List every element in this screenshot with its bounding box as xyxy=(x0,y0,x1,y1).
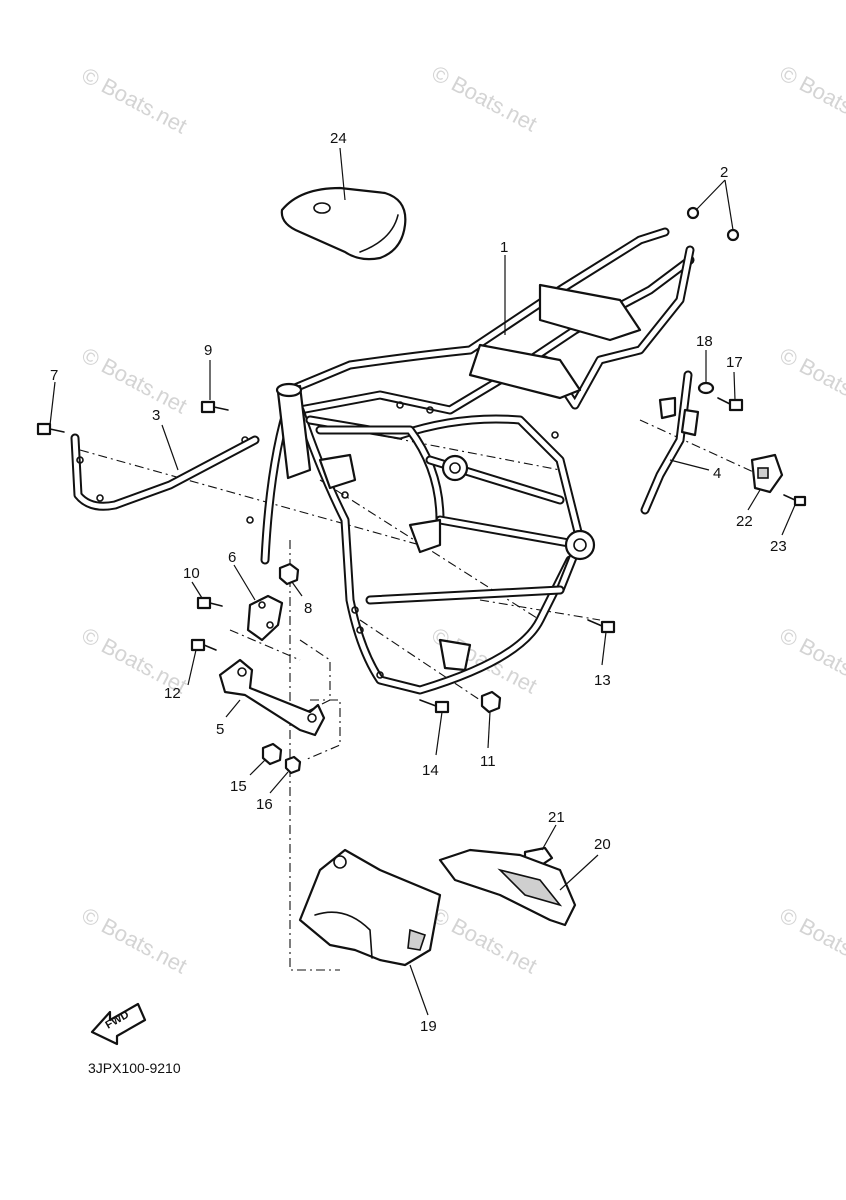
watermark: © Boats.net xyxy=(428,60,542,136)
bolt-14 xyxy=(419,699,450,714)
part-1-main-frame xyxy=(241,227,695,695)
bolt-23 xyxy=(783,494,807,507)
fwd-indicator: FWD xyxy=(90,1002,147,1046)
washer-18 xyxy=(697,381,715,395)
bolt-10 xyxy=(196,596,223,610)
callout-2: 2 xyxy=(720,164,728,181)
callout-13: 13 xyxy=(594,672,611,689)
clamp-22 xyxy=(750,453,784,494)
callout-12: 12 xyxy=(164,685,181,702)
callout-3: 3 xyxy=(152,407,160,424)
callout-10: 10 xyxy=(183,565,200,582)
callout-4: 4 xyxy=(713,465,721,482)
fasteners xyxy=(36,381,807,868)
bolt-12 xyxy=(190,638,217,652)
watermark: © Boats.net xyxy=(776,342,846,418)
arrow-icon xyxy=(90,1002,147,1046)
watermark: © Boats.net xyxy=(776,902,846,978)
bolt-9 xyxy=(200,400,229,414)
callout-20: 20 xyxy=(594,836,611,853)
callout-15: 15 xyxy=(230,778,247,795)
bolt-7 xyxy=(36,422,65,436)
watermark: © Boats.net xyxy=(78,902,192,978)
part-19-lower-cover xyxy=(298,848,442,967)
part-6-plate xyxy=(246,594,284,642)
watermark: © Boats.net xyxy=(78,62,192,138)
callout-24: 24 xyxy=(330,130,347,147)
diagram-code: 3JPX100-9210 xyxy=(88,1060,181,1076)
nut-8 xyxy=(278,562,300,586)
callout-19: 19 xyxy=(420,1018,437,1035)
callout-17: 17 xyxy=(726,354,743,371)
callout-7: 7 xyxy=(50,367,58,384)
callout-1: 1 xyxy=(500,239,508,256)
part-24-cover xyxy=(280,186,407,261)
callout-22: 22 xyxy=(736,513,753,530)
callout-5: 5 xyxy=(216,721,224,738)
nut-16 xyxy=(284,755,302,775)
callout-11: 11 xyxy=(480,753,496,770)
nut-15 xyxy=(261,742,283,766)
part-5-lower-bracket xyxy=(218,658,326,737)
callout-23: 23 xyxy=(770,538,787,555)
callout-16: 16 xyxy=(256,796,273,813)
callout-9: 9 xyxy=(204,342,212,359)
callout-8: 8 xyxy=(304,600,312,617)
callout-18: 18 xyxy=(696,333,713,350)
bolt-17 xyxy=(717,397,744,412)
leader-lines xyxy=(49,147,796,1016)
callout-21: 21 xyxy=(548,809,565,826)
bolt-13 xyxy=(587,619,616,634)
part-3-front-bar xyxy=(70,433,260,511)
watermark: © Boats.net xyxy=(78,342,192,418)
nut-11 xyxy=(480,690,502,714)
callouts: 1 2 3 4 5 6 7 8 9 10 11 12 13 14 15 16 1… xyxy=(50,130,787,1035)
part-4-rear-stay xyxy=(640,370,700,515)
watermark: © Boats.net xyxy=(776,60,846,136)
callout-6: 6 xyxy=(228,549,236,566)
watermark: © Boats.net xyxy=(776,622,846,698)
callout-14: 14 xyxy=(422,762,439,779)
watermark: © Boats.net xyxy=(428,902,542,978)
part-20-side-panel xyxy=(438,848,577,927)
